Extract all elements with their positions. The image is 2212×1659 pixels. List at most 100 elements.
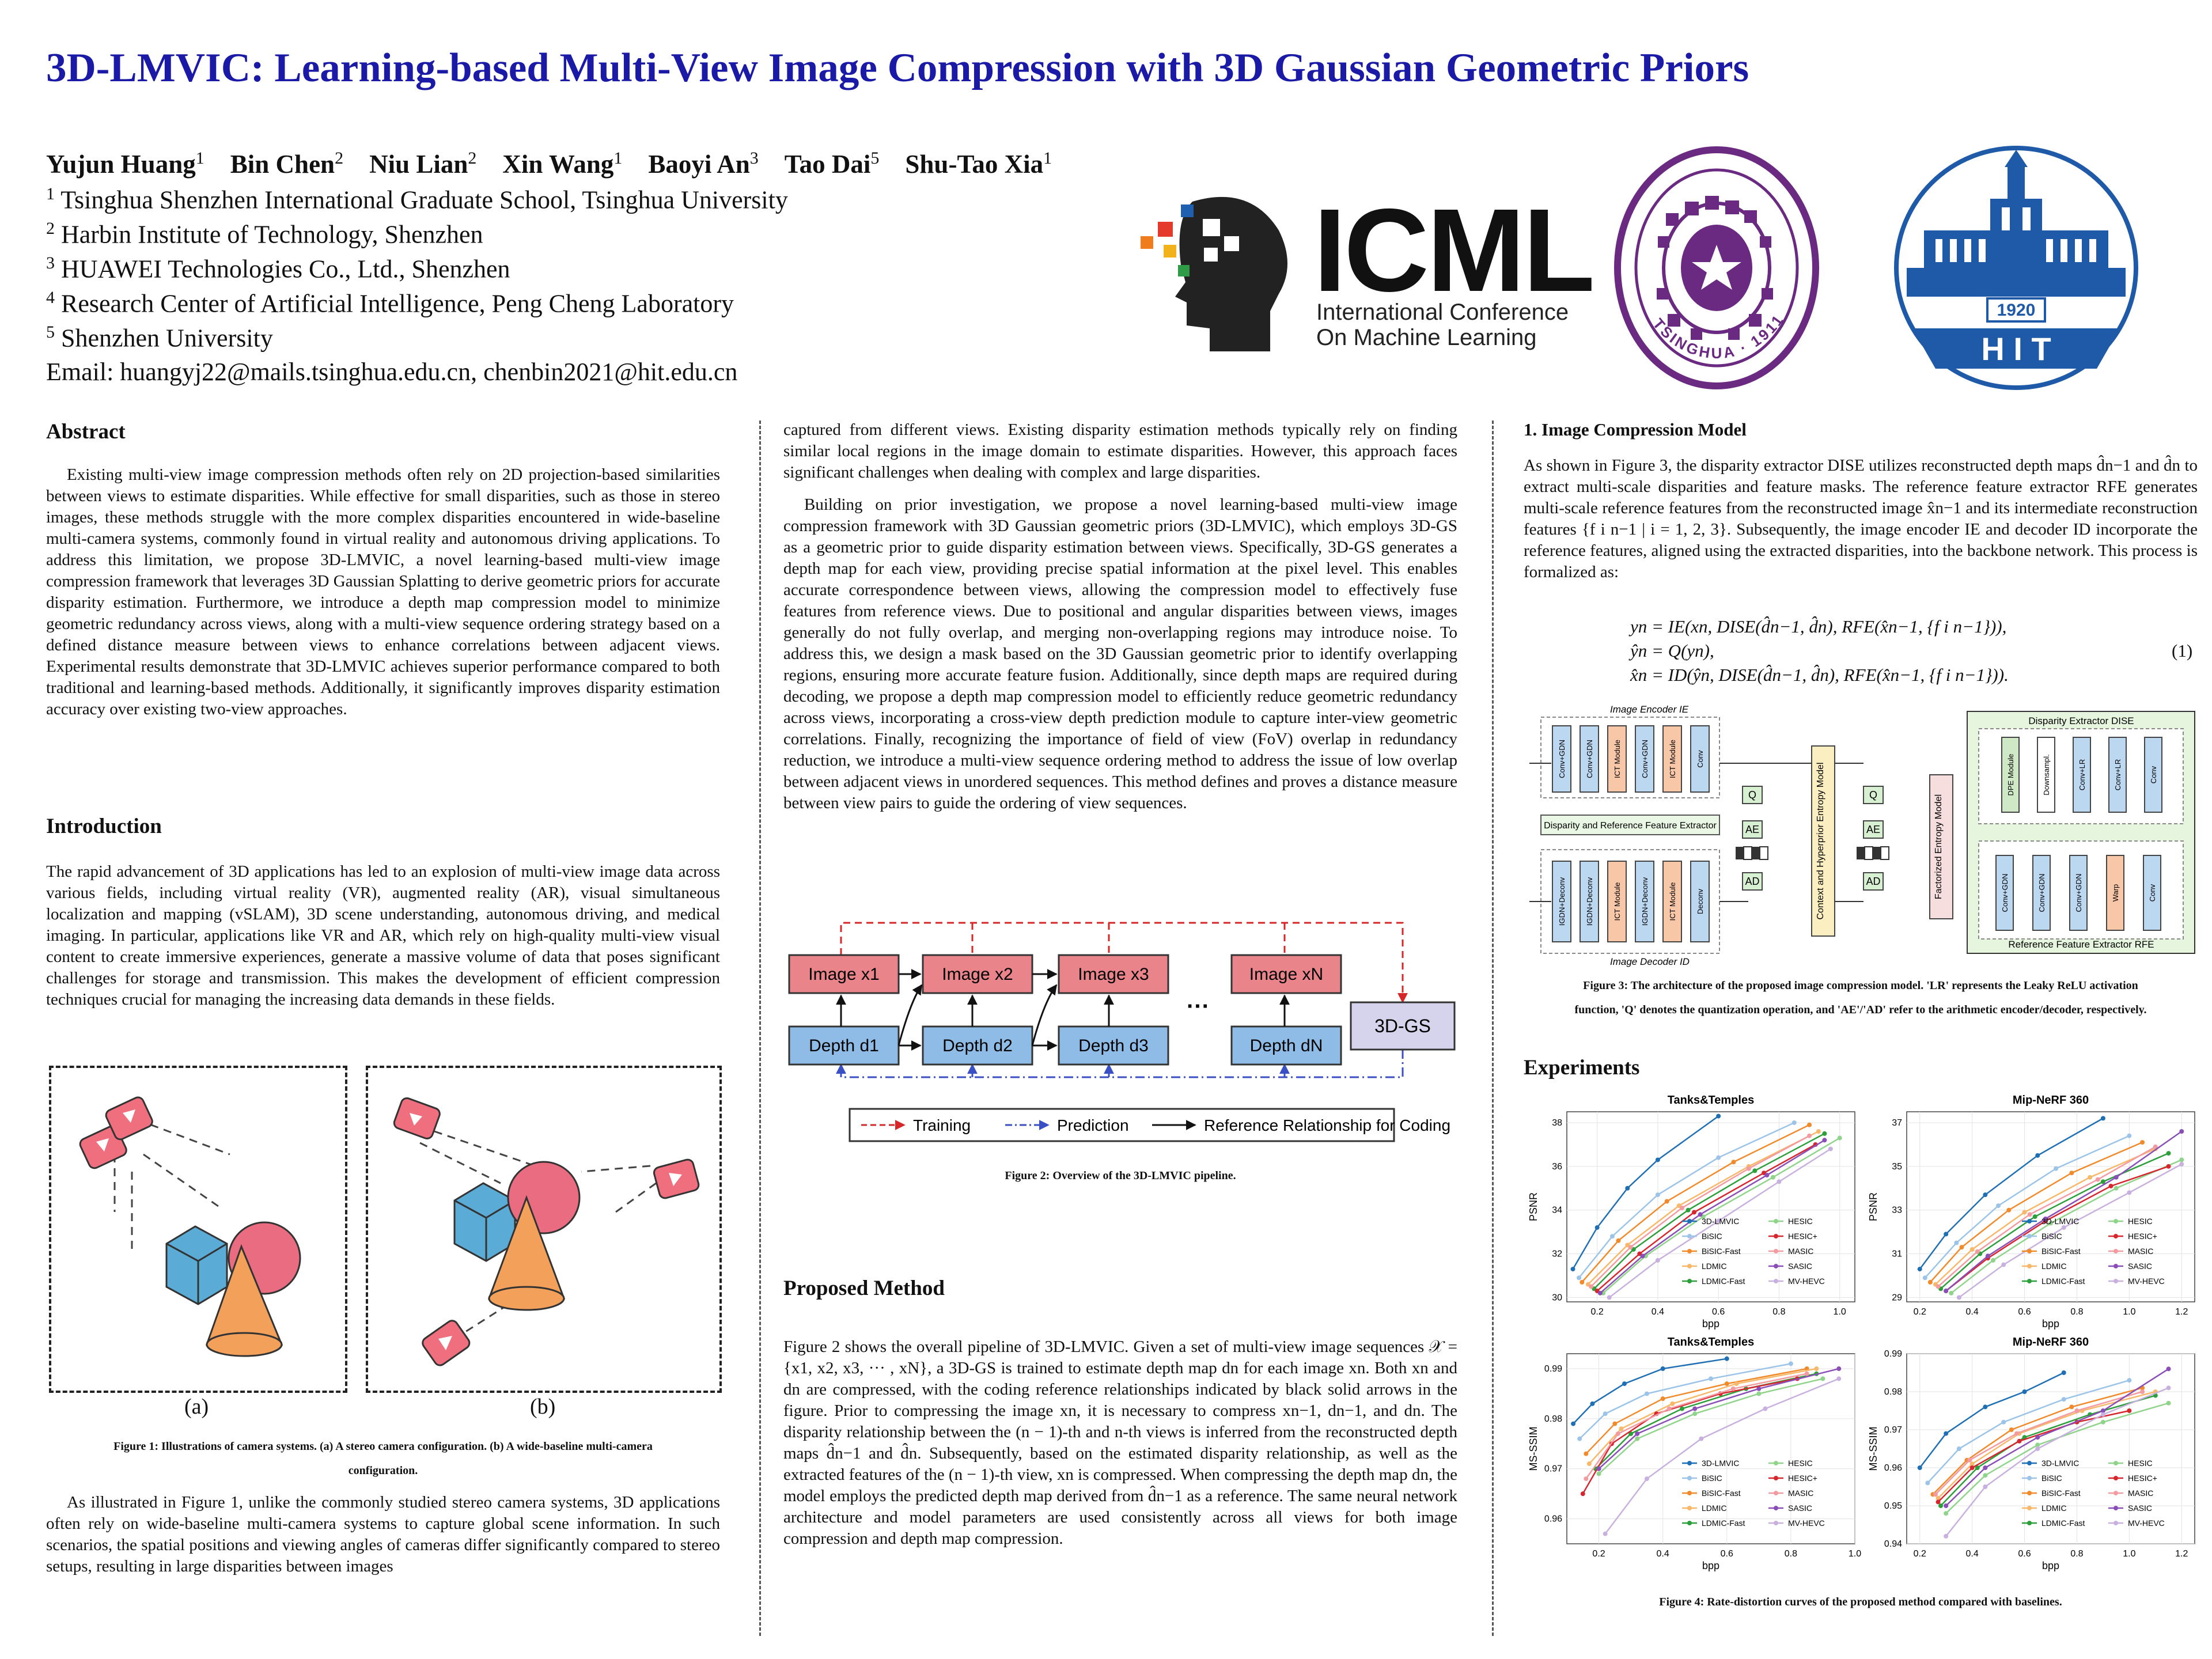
legend-label: SASIC — [2128, 1262, 2152, 1271]
extractor-bar-label: Disparity and Reference Feature Extracto… — [1544, 821, 1717, 831]
y-tick-label: 0.97 — [1884, 1425, 1902, 1435]
author-name: Yujun Huang1 — [46, 149, 204, 179]
data-point — [1699, 1436, 1704, 1441]
legend-marker — [1774, 1279, 1778, 1283]
x-tick-label: 0.8 — [2070, 1307, 2083, 1317]
data-point — [1666, 1406, 1672, 1411]
decoder-block-label: ICT Module — [1668, 882, 1677, 921]
data-point — [2153, 1144, 2158, 1149]
chart-title: Mip-NeRF 360 — [2013, 1094, 2089, 1107]
x-tick-label: 0.6 — [2018, 1549, 2031, 1559]
data-point — [1622, 1381, 1627, 1387]
encoder-block — [1607, 725, 1627, 793]
factorized-model-label: Factorized Entropy Model — [1934, 794, 1944, 899]
extractor-bar — [1540, 815, 1720, 835]
decoder-title: Image Decoder ID — [1610, 956, 1690, 967]
data-point — [1571, 1421, 1576, 1426]
affiliation-4: 4 Research Center of Artificial Intellig… — [46, 288, 734, 318]
data-point — [2074, 1408, 2080, 1413]
x-tick-label: 0.4 — [1966, 1549, 1979, 1559]
data-point — [1944, 1511, 1949, 1516]
data-point — [1807, 1122, 1812, 1127]
legend-label: BiSIC — [1702, 1232, 1722, 1241]
legend-label: MV-HEVC — [1788, 1518, 1825, 1528]
x-tick-label: 0.8 — [2070, 1549, 2083, 1559]
legend-label: BiSIC-Fast — [2041, 1247, 2081, 1256]
affiliation-1: 1 Tsinghua Shenzhen International Gradua… — [46, 184, 788, 214]
y-tick-label: 35 — [1892, 1162, 1902, 1172]
depth-d2-label: Depth d2 — [942, 1036, 1013, 1055]
legend-label: MASIC — [2128, 1488, 2153, 1498]
data-point — [2100, 1179, 2105, 1184]
legend-marker — [1774, 1521, 1778, 1525]
data-point — [1596, 1466, 1601, 1471]
x-tick-label: 0.6 — [2018, 1307, 2031, 1317]
data-point — [1660, 1366, 1665, 1372]
legend-marker — [2027, 1521, 2032, 1525]
legend-label: MASIC — [1788, 1247, 1813, 1256]
data-point — [1816, 1129, 1821, 1134]
data-point — [2027, 1212, 2032, 1217]
legend-label: SASIC — [2128, 1503, 2152, 1513]
data-point — [1577, 1275, 1582, 1281]
y-axis-label: PSNR — [1528, 1192, 1539, 1221]
data-point — [1589, 1284, 1594, 1289]
legend-label: HESIC+ — [2128, 1474, 2157, 1483]
chart-title: Tanks&Temples — [1668, 1336, 1754, 1349]
x-axis-label: bpp — [1702, 1318, 1719, 1330]
data-point — [1597, 1290, 1603, 1296]
x-tick-label: 1.2 — [2175, 1307, 2188, 1317]
data-point — [1927, 1279, 1933, 1285]
dise-block-label: Conv+LR — [2078, 759, 2086, 791]
data-point — [1985, 1253, 1990, 1259]
data-point — [2140, 1140, 2145, 1145]
rfe-block — [2143, 855, 2161, 931]
legend-label: BiSIC-Fast — [1702, 1488, 1741, 1498]
introduction-p3: captured from different views. Existing … — [783, 421, 1457, 482]
y-tick-label: 29 — [1892, 1293, 1902, 1302]
legend-label: BiSIC-Fast — [2041, 1488, 2081, 1498]
rfe-block — [2069, 855, 2088, 931]
data-point — [2100, 1408, 2105, 1413]
author-name: Tao Dai5 — [784, 149, 880, 179]
legend-marker — [1687, 1476, 1692, 1480]
rfe-block-label: Conv+GDN — [2074, 874, 2083, 912]
data-point — [1917, 1465, 1922, 1470]
legend-marker — [1774, 1249, 1778, 1253]
legend-marker — [1774, 1264, 1778, 1268]
proposed-text: Figure 2 shows the overall pipeline of 3… — [783, 1338, 1457, 1548]
data-point — [1969, 1247, 1975, 1252]
data-point — [2095, 1177, 2100, 1182]
image-x3-label: Image x3 — [1078, 965, 1149, 984]
data-point — [1644, 1391, 1649, 1396]
data-point — [2127, 1378, 2132, 1383]
data-point — [1944, 1232, 1949, 1237]
data-point — [2140, 1389, 2145, 1394]
figure1-panel-b — [366, 1066, 722, 1393]
encoder-block — [1635, 725, 1654, 793]
data-point — [1956, 1446, 1961, 1451]
data-point — [1938, 1503, 1944, 1508]
dise-block — [2144, 737, 2162, 813]
figure1-label-a: (a) — [184, 1395, 209, 1419]
equation-number: (1) — [2172, 641, 2193, 661]
data-point — [1763, 1406, 1768, 1411]
data-point — [2166, 1385, 2171, 1391]
introduction-p4: Building on prior investigation, we prop… — [783, 495, 1457, 812]
author-name: Xin Wang1 — [502, 149, 623, 179]
data-point — [1828, 1146, 1833, 1152]
data-point — [2166, 1400, 2171, 1406]
data-point — [1967, 1457, 1972, 1463]
q-block: Q — [1748, 789, 1756, 801]
legend-marker — [1687, 1491, 1692, 1495]
data-point — [2113, 1185, 2119, 1191]
data-point — [1655, 1157, 1660, 1162]
data-point — [1752, 1168, 1758, 1173]
legend-label: HESIC — [2128, 1217, 2153, 1226]
data-point — [2006, 1207, 2012, 1213]
figure1-caption: Figure 1: Illustrations of camera system… — [113, 1440, 653, 1477]
author-name: Niu Lian2 — [369, 149, 477, 179]
y-tick-label: 0.99 — [1884, 1349, 1902, 1359]
image-xn-label: Image xN — [1249, 965, 1323, 984]
